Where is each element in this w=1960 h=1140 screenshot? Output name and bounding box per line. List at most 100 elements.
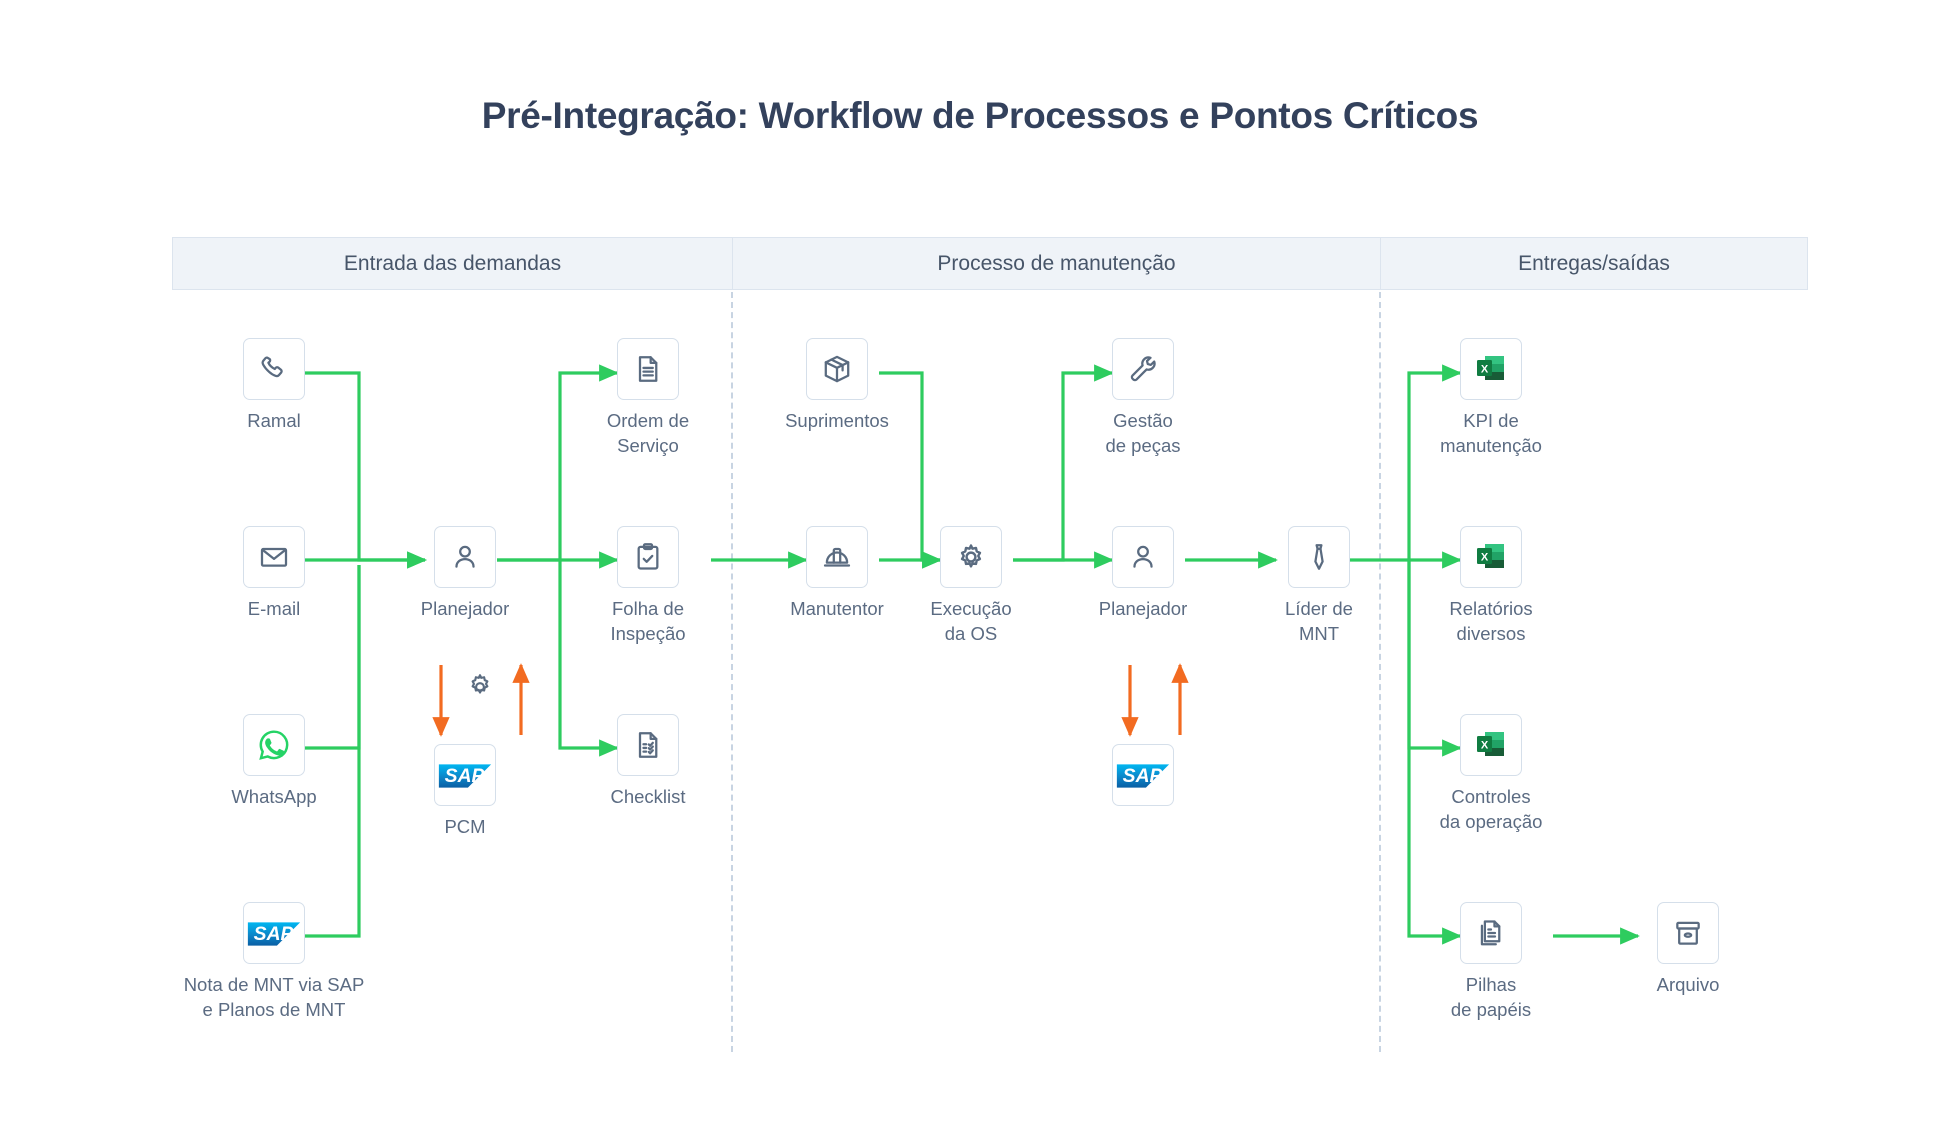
phone-icon: [261, 356, 283, 378]
node-planejador-1-box: [434, 526, 496, 588]
node-gestao-pecas-box: [1112, 338, 1174, 400]
whatsapp-icon: [259, 730, 289, 760]
node-sap-2[interactable]: SAP: [1112, 744, 1174, 806]
node-arquivo-label: Arquivo: [1656, 974, 1720, 995]
node-nota-sap-box: SAP: [243, 902, 305, 964]
node-suprimentos-box: [806, 338, 868, 400]
node-nota-sap[interactable]: SAP Nota de MNT via SAP e Planos de MNT: [184, 902, 364, 1020]
node-manutentor-box: [806, 526, 868, 588]
node-planejador-2-box: [1112, 526, 1174, 588]
page-title: Pré-Integração: Workflow de Processos e …: [481, 95, 1479, 136]
excel-icon: X: [1477, 732, 1504, 756]
node-whatsapp-label: WhatsApp: [231, 786, 317, 807]
node-manutentor[interactable]: Manutentor: [790, 526, 884, 619]
node-planejador-1[interactable]: Planejador: [421, 526, 509, 619]
wrench-icon: [1130, 356, 1156, 382]
envelope-icon: [260, 547, 288, 567]
node-folha-inspecao-label: Folha de Inspeção: [610, 598, 686, 644]
node-email-label: E-mail: [247, 598, 301, 619]
node-relatorios-diversos[interactable]: X Relatórios diversos: [1449, 526, 1533, 644]
node-kpi-manutencao[interactable]: X KPI de manutenção: [1440, 338, 1542, 456]
node-email-box: [243, 526, 305, 588]
node-pcm-label: PCM: [444, 816, 486, 837]
excel-logo-text: X: [1481, 739, 1489, 751]
node-pcm[interactable]: SAP PCM: [434, 744, 496, 837]
checklist-icon: [638, 732, 658, 758]
node-checklist-label: Checklist: [610, 786, 686, 807]
node-pilhas-papeis[interactable]: Pilhas de papéis: [1451, 902, 1531, 1020]
node-checklist-box: [617, 714, 679, 776]
section-header-entrada: Entrada das demandas: [173, 238, 732, 289]
gear-icon: [471, 674, 489, 694]
node-execucao-os[interactable]: Execução da OS: [930, 526, 1012, 644]
hardhat-icon: [823, 547, 851, 567]
node-ordem-servico-label: Ordem de Serviço: [606, 410, 690, 456]
node-folha-inspecao[interactable]: Folha de Inspeção: [610, 526, 686, 644]
node-suprimentos[interactable]: Suprimentos: [785, 338, 889, 431]
node-whatsapp-box: [243, 714, 305, 776]
node-suprimentos-label: Suprimentos: [785, 410, 889, 431]
node-execucao-os-label: Execução da OS: [930, 598, 1012, 644]
node-controles-operacao-box: X: [1460, 714, 1522, 776]
sap-logo-text: SAP: [1123, 765, 1163, 787]
section-header-entregas-label: Entregas/saídas: [1518, 251, 1670, 275]
sap-logo-text: SAP: [254, 923, 294, 945]
section-header-processo: Processo de manutenção: [732, 238, 1380, 289]
node-ramal-box: [243, 338, 305, 400]
node-arquivo-box: [1657, 902, 1719, 964]
node-controles-operacao-label: Controles da operação: [1439, 786, 1543, 832]
sap-logo-icon: SAP: [438, 764, 492, 788]
node-execucao-os-box: [940, 526, 1002, 588]
archive-box-icon: [1676, 921, 1700, 945]
node-pilhas-papeis-box: [1460, 902, 1522, 964]
section-header-entrada-label: Entrada das demandas: [343, 251, 562, 275]
node-gestao-pecas[interactable]: Gestão de peças: [1105, 338, 1181, 456]
excel-logo-text: X: [1481, 551, 1489, 563]
document-icon: [638, 356, 658, 382]
node-sap-2-box: SAP: [1112, 744, 1174, 806]
section-header-processo-label: Processo de manutenção: [937, 251, 1176, 275]
divider-processo-entregas: [1379, 292, 1381, 1052]
node-ramal-label: Ramal: [247, 410, 301, 431]
node-ordem-servico[interactable]: Ordem de Serviço: [607, 338, 689, 456]
sap-logo-icon: SAP: [247, 922, 301, 946]
papers-icon: [1480, 920, 1501, 946]
node-email[interactable]: E-mail: [243, 526, 305, 619]
node-relatorios-diversos-label: Relatórios diversos: [1449, 598, 1533, 644]
node-lider-mnt-label: Líder de MNT: [1285, 598, 1353, 644]
node-whatsapp[interactable]: WhatsApp: [231, 714, 317, 807]
node-planejador-2-label: Planejador: [1098, 598, 1188, 619]
tie-icon: [1314, 544, 1324, 570]
node-folha-inspecao-box: [617, 526, 679, 588]
section-header-entregas: Entregas/saídas: [1380, 238, 1807, 289]
person-icon: [455, 545, 475, 568]
node-lider-mnt-box: [1288, 526, 1350, 588]
node-nota-sap-label: Nota de MNT via SAP e Planos de MNT: [183, 974, 365, 1020]
node-planejador-1-label: Planejador: [420, 598, 510, 619]
node-controles-operacao[interactable]: X Controles da operação: [1440, 714, 1542, 832]
box-icon: [824, 355, 850, 383]
sap-logo-text: SAP: [445, 765, 485, 787]
clipboard-check-icon: [637, 543, 659, 570]
node-lider-mnt[interactable]: Líder de MNT: [1285, 526, 1353, 644]
integration-gear-badge: [465, 672, 495, 707]
node-kpi-manutencao-label: KPI de manutenção: [1440, 410, 1542, 456]
node-arquivo[interactable]: Arquivo: [1657, 902, 1719, 995]
excel-icon: X: [1477, 544, 1504, 568]
node-pcm-box: SAP: [434, 744, 496, 806]
node-ordem-servico-box: [617, 338, 679, 400]
node-manutentor-label: Manutentor: [790, 598, 884, 619]
person-icon: [1133, 545, 1153, 568]
section-header-band: Entrada das demandas Processo de manuten…: [172, 237, 1808, 290]
node-ramal[interactable]: Ramal: [243, 338, 305, 431]
gear-icon: [960, 544, 982, 568]
node-checklist[interactable]: Checklist: [610, 714, 686, 807]
node-pilhas-papeis-label: Pilhas de papéis: [1450, 974, 1532, 1020]
sap-logo-icon: SAP: [1116, 764, 1170, 788]
node-relatorios-diversos-box: X: [1460, 526, 1522, 588]
excel-icon: X: [1477, 356, 1504, 380]
node-planejador-2[interactable]: Planejador: [1099, 526, 1187, 619]
node-gestao-pecas-label: Gestão de peças: [1105, 410, 1181, 456]
node-kpi-manutencao-box: X: [1460, 338, 1522, 400]
